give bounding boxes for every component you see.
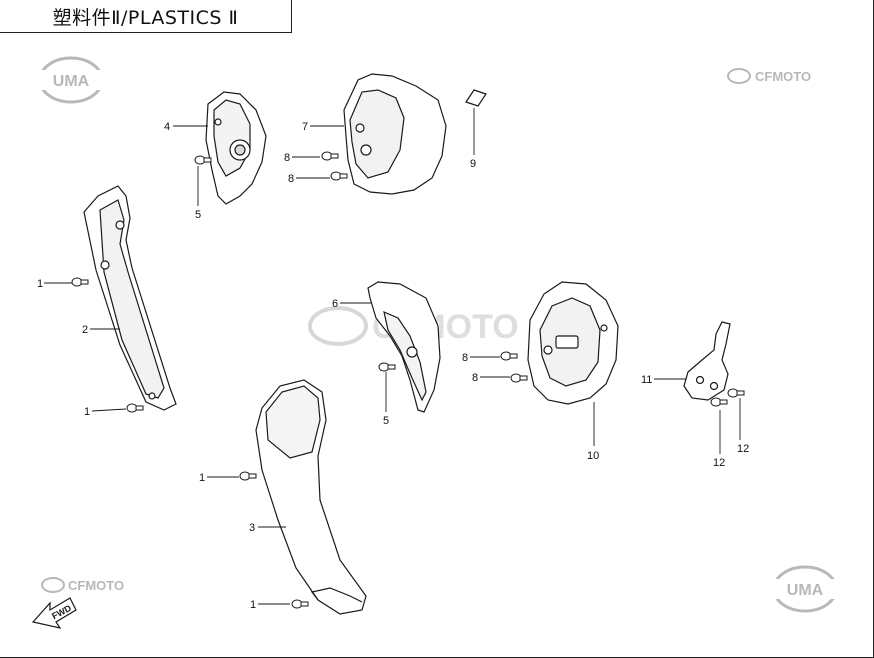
part-11-bracket xyxy=(683,321,731,401)
title-box: 塑料件Ⅱ/PLASTICS Ⅱ xyxy=(0,0,292,33)
callout-4: 4 xyxy=(164,121,170,133)
callout-1c: 1 xyxy=(199,472,205,484)
screw-5b xyxy=(378,362,396,372)
screw-12b xyxy=(727,388,745,398)
callout-12b: 12 xyxy=(737,443,749,455)
screw-1a xyxy=(71,277,89,287)
callout-8a: 8 xyxy=(284,152,290,164)
callout-2: 2 xyxy=(82,324,88,336)
callout-6: 6 xyxy=(332,298,338,310)
screw-5a xyxy=(194,155,212,165)
page-title: 塑料件Ⅱ/PLASTICS Ⅱ xyxy=(52,6,239,29)
part-10-cover-box xyxy=(527,281,619,405)
screw-1c xyxy=(239,471,257,481)
screw-12a xyxy=(710,397,728,407)
callout-5b: 5 xyxy=(383,415,389,427)
screw-8b xyxy=(330,171,348,181)
callout-8b: 8 xyxy=(288,173,294,185)
part-7-cover-box xyxy=(343,73,447,195)
callout-1a: 1 xyxy=(37,278,43,290)
uma-logo-bottom: UMA xyxy=(772,565,838,613)
callout-1b: 1 xyxy=(84,406,90,418)
callout-8c: 8 xyxy=(462,352,468,364)
part-6-cover-bracket xyxy=(367,281,441,413)
screw-8a xyxy=(321,151,339,161)
callout-7: 7 xyxy=(302,121,308,133)
part-4-bracket xyxy=(205,91,267,205)
uma-logo-top: UMA xyxy=(38,56,104,104)
screw-1b xyxy=(126,403,144,413)
cfmoto-logo-bottom: CFMOTO xyxy=(41,577,124,593)
screw-8c xyxy=(500,351,518,361)
callout-3: 3 xyxy=(249,522,255,534)
uma-logo-top-text: UMA xyxy=(53,73,90,90)
screw-1d xyxy=(291,599,309,609)
callout-12a: 12 xyxy=(713,457,725,469)
callout-8d: 8 xyxy=(472,372,478,384)
part-9-pad xyxy=(465,89,487,107)
screw-8d xyxy=(510,373,528,383)
callout-5a: 5 xyxy=(195,209,201,221)
part-3-handle-cover xyxy=(255,379,367,615)
uma-logo-bottom-text: UMA xyxy=(787,582,824,599)
callout-10: 10 xyxy=(587,450,599,462)
fwd-arrow-icon: FWD xyxy=(31,597,77,629)
cfmoto-logo-bottom-text: CFMOTO xyxy=(68,578,124,593)
callout-11: 11 xyxy=(641,374,652,386)
callout-1d: 1 xyxy=(250,599,256,611)
leader-lines xyxy=(44,108,741,605)
cfmoto-logo-top-text: CFMOTO xyxy=(755,69,811,84)
callout-9: 9 xyxy=(470,158,476,170)
cfmoto-logo-top: CFMOTO xyxy=(727,68,811,84)
part-2-side-rail xyxy=(83,185,177,411)
